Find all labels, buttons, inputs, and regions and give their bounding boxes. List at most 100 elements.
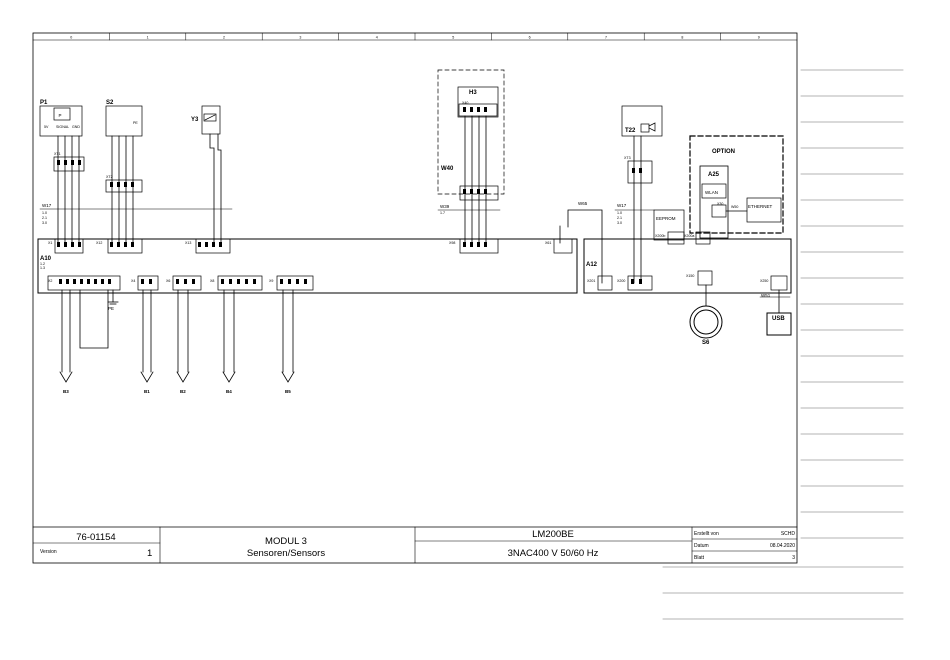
x4-pin-1 — [141, 279, 144, 284]
x98-pin-3 — [477, 242, 480, 247]
sensor-b5-label: B5 — [285, 389, 291, 394]
created-by-label: Erstellt von — [694, 531, 719, 537]
usb-port — [766, 312, 792, 336]
x6-label: X6 — [166, 279, 170, 283]
x9-label: X9 — [269, 279, 273, 283]
date-value: 08.04.2020 — [770, 543, 795, 549]
w17-right-label: W17 — [617, 203, 627, 208]
wlan-label: WLAN — [705, 190, 718, 195]
x150-label: X150 — [686, 274, 694, 278]
x8-label: X8 — [210, 279, 214, 283]
x98-pin-1 — [463, 242, 466, 247]
x40-pin-3 — [477, 107, 480, 112]
column-label-1: 1 — [147, 36, 149, 40]
x13-pin-2 — [205, 242, 208, 247]
pressure-sensor-p1 — [39, 105, 83, 137]
sheet-label: Blatt — [694, 555, 705, 561]
x2-pin-3 — [73, 279, 76, 284]
version-label: Version — [40, 549, 57, 555]
x13-pin-4 — [219, 242, 222, 247]
created-by-value: SCHD — [781, 531, 796, 537]
column-label-0: 0 — [70, 36, 72, 40]
xt2-pin-3 — [124, 182, 127, 187]
x200b-label: X200b — [655, 234, 665, 238]
x98-label: X98 — [449, 241, 455, 245]
s6-label: S6 — [702, 340, 710, 346]
p1-label: P1 — [40, 100, 48, 106]
a12-label: A12 — [586, 262, 598, 268]
x40-label: X40 — [462, 101, 468, 105]
wiring-top — [57, 115, 642, 284]
xt1-pin-4 — [78, 160, 81, 165]
x8-pin-2 — [229, 279, 232, 284]
w51-label: W51 — [761, 293, 771, 298]
margin-ruled-lines — [662, 69, 904, 620]
temperature-sensor-t22 — [621, 105, 663, 137]
x40-pin-4 — [484, 107, 487, 112]
sensor-b2-label: B2 — [180, 389, 186, 394]
x2-pin-5 — [87, 279, 90, 284]
eeprom-chip — [653, 209, 685, 241]
column-label-7: 7 — [605, 36, 607, 40]
xt2-label: XT2 — [106, 175, 113, 179]
ethernet-label: ETHERNET — [748, 204, 773, 209]
voltage-rating: 3NAC400 V 50/60 Hz — [508, 548, 599, 559]
t22-label: T22 — [625, 128, 636, 134]
a10-label: A10 — [40, 256, 52, 262]
x1-pin-4 — [78, 242, 81, 247]
x13-pin-3 — [212, 242, 215, 247]
x13-label: X13 — [185, 241, 191, 245]
sensor-b1-symbol — [140, 371, 154, 383]
x12-pin-4 — [131, 242, 134, 247]
w40-label: W40 — [441, 166, 454, 172]
sensor-b3-label: B3 — [63, 389, 69, 394]
xt2-pin-1 — [110, 182, 113, 187]
column-label-9: 9 — [758, 36, 760, 40]
x200-label: X200 — [617, 279, 625, 283]
w50-label: W50 — [731, 205, 738, 209]
pe-ground-label: PE — [108, 306, 114, 311]
x9-pin-2 — [288, 279, 291, 284]
p1-symbol: P — [58, 113, 61, 118]
module-subtitle: Sensoren/Sensors — [247, 548, 325, 559]
x12-pin-3 — [124, 242, 127, 247]
x8-pin-3 — [237, 279, 240, 284]
x200a-label: X200a — [684, 234, 694, 238]
xt1-pin-2 — [64, 160, 67, 165]
x9-pin-4 — [304, 279, 307, 284]
s2-pe-label: PE — [133, 121, 138, 125]
drawing-frame — [32, 32, 798, 564]
version-value: 1 — [147, 548, 152, 559]
sensor-b1-label: B1 — [144, 389, 150, 394]
xt3-label: XT3 — [624, 156, 631, 160]
x201-label: X201 — [587, 279, 595, 283]
sensor-b4-label: B4 — [226, 389, 232, 394]
wiring-bottom — [61, 284, 780, 373]
x4-label: X4 — [131, 279, 135, 283]
board-connectors — [47, 231, 788, 291]
w65-label: W65 — [578, 201, 588, 206]
x12-pin-1 — [110, 242, 113, 247]
valve-y3 — [201, 105, 221, 135]
x2-pin-7 — [101, 279, 104, 284]
x1-pin-3 — [71, 242, 74, 247]
x6-pin-1 — [176, 279, 179, 284]
column-label-2: 2 — [223, 36, 225, 40]
s2-label: S2 — [106, 100, 114, 106]
x8-pin-1 — [221, 279, 224, 284]
x12-label: X12 — [96, 241, 102, 245]
x4-pin-2 — [149, 279, 152, 284]
x9-pin-3 — [296, 279, 299, 284]
x1-label: X1 — [48, 241, 52, 245]
option-box-h3 — [437, 69, 505, 195]
column-label-5: 5 — [452, 36, 454, 40]
connector-pins — [57, 242, 642, 284]
sensor-b2-symbol — [176, 371, 190, 383]
x13-pin-1 — [198, 242, 201, 247]
x8-pin-5 — [253, 279, 256, 284]
x98-pin-4 — [484, 242, 487, 247]
xt2-pin-2 — [117, 182, 120, 187]
xt2-pin-4 — [131, 182, 134, 187]
